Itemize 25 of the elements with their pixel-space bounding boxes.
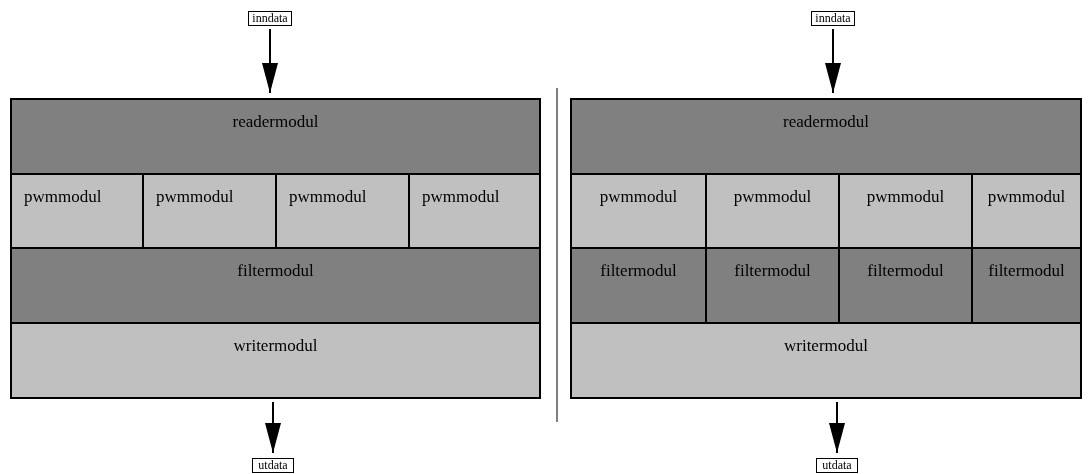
module-block: pwmmodul: [838, 173, 973, 249]
module-block: writermodul: [10, 322, 541, 399]
data-label: utdata: [816, 458, 858, 473]
module-block: filtermodul: [705, 247, 840, 324]
module-block: filtermodul: [971, 247, 1082, 324]
module-block: pwmmodul: [408, 173, 541, 249]
data-label: utdata: [252, 458, 294, 473]
module-block: pwmmodul: [275, 173, 410, 249]
module-block: pwmmodul: [142, 173, 277, 249]
module-block: filtermodul: [570, 247, 707, 324]
arrow: [265, 401, 281, 454]
data-label: inndata: [248, 11, 292, 26]
module-block: filtermodul: [838, 247, 973, 324]
data-label: inndata: [811, 11, 855, 26]
arrow: [262, 28, 278, 94]
module-block: pwmmodul: [705, 173, 840, 249]
module-block: pwmmodul: [10, 173, 144, 249]
module-block: readermodul: [10, 98, 541, 175]
module-block: pwmmodul: [570, 173, 707, 249]
module-block: filtermodul: [10, 247, 541, 324]
module-block: writermodul: [570, 322, 1082, 399]
arrow: [829, 401, 845, 454]
arrow: [825, 28, 841, 94]
module-block: readermodul: [570, 98, 1082, 175]
module-block: pwmmodul: [971, 173, 1082, 249]
